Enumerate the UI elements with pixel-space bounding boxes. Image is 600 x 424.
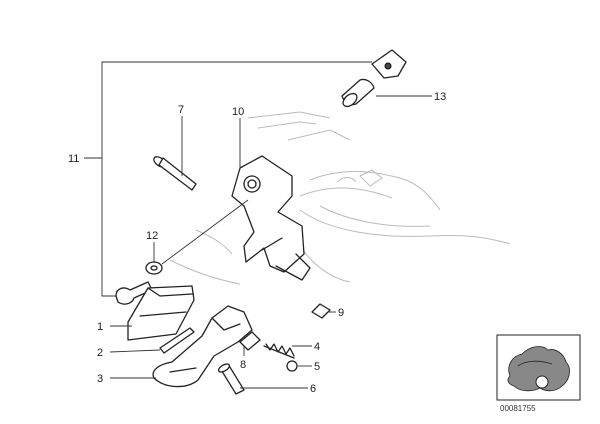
callout-7: 7 [178, 104, 184, 116]
callout-4: 4 [314, 341, 320, 353]
document-number: 00081755 [500, 404, 536, 413]
callout-10: 10 [232, 106, 244, 118]
part-8-clip [239, 331, 261, 351]
part-7-bolt [153, 156, 197, 191]
callout-labels: 1 2 3 4 5 6 7 8 9 10 11 12 13 [68, 91, 446, 395]
part-2-pin [159, 327, 195, 354]
part-5-ball [286, 360, 298, 372]
leader-lines [84, 61, 432, 389]
callout-11: 11 [68, 153, 79, 165]
part-13-spacer-sleeve [341, 49, 407, 108]
part-12-washer [145, 261, 163, 275]
callout-6: 6 [310, 383, 316, 395]
callout-9: 9 [338, 307, 344, 319]
part-3-footrest [152, 305, 253, 388]
part-10-bracket [231, 155, 311, 281]
part-4-spring [263, 343, 295, 359]
inset-thumbnail [496, 334, 581, 401]
part-1-rubber-pad [127, 285, 195, 341]
callout-13: 13 [434, 91, 446, 103]
callout-8: 8 [240, 359, 246, 371]
background-frame [169, 111, 511, 285]
callout-2: 2 [97, 347, 103, 359]
callout-1: 1 [97, 321, 103, 333]
callout-3: 3 [97, 373, 103, 385]
part-6-bolt [217, 363, 245, 395]
callout-5: 5 [314, 361, 320, 373]
part-9-clip [311, 303, 331, 319]
callout-12: 12 [146, 230, 158, 242]
